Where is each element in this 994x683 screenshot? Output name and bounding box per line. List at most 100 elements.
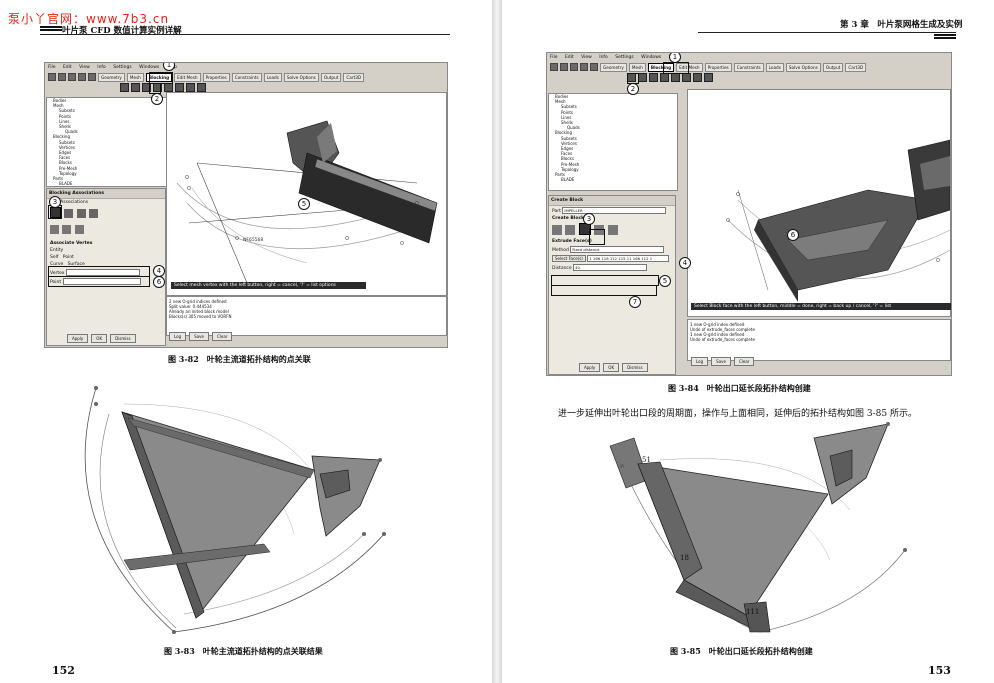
block-2d-to-3d-icon[interactable] [594, 225, 605, 235]
open-icon[interactable] [550, 63, 558, 71]
tree-item[interactable]: Shells [561, 120, 573, 126]
check-icon[interactable] [704, 73, 713, 82]
graphics-viewport[interactable] [687, 89, 951, 317]
tree-item[interactable]: Bodies [555, 94, 569, 99]
tree-item[interactable]: Subsets [561, 104, 577, 110]
tree-item[interactable]: Parts [53, 176, 63, 182]
edit-block-icon[interactable] [682, 73, 691, 82]
radio-surface[interactable]: Surface [67, 262, 85, 267]
log-checkbox[interactable]: Log [169, 332, 187, 341]
open-icon[interactable] [48, 73, 56, 81]
tab-properties[interactable]: Properties [202, 72, 230, 82]
apply-button[interactable]: Apply [579, 363, 601, 372]
tree-item[interactable]: Quads [567, 125, 580, 131]
reset-association-icon[interactable] [74, 225, 84, 234]
initialize-block-icon[interactable] [552, 225, 562, 235]
tab-solve-options[interactable]: Solve Options [785, 62, 821, 72]
tree-item[interactable]: Faces [561, 151, 573, 157]
tree-item[interactable]: Blocking [53, 134, 71, 140]
clear-log-button[interactable]: Clear [733, 357, 755, 366]
tree-item[interactable]: Quads [65, 129, 78, 135]
dismiss-button[interactable]: Dismiss [622, 363, 648, 372]
tab-loads[interactable]: Loads [765, 62, 784, 72]
associate-icon[interactable] [142, 83, 151, 92]
ok-button[interactable]: OK [603, 363, 620, 372]
transform-icon[interactable] [164, 83, 173, 92]
tree-item[interactable]: Vertices [59, 144, 75, 150]
apply-button[interactable]: Apply [67, 334, 89, 343]
tab-geometry[interactable]: Geometry [600, 62, 627, 72]
tree-item[interactable]: Topology [561, 166, 579, 172]
tree-item[interactable]: Points [561, 109, 574, 115]
tab-output[interactable]: Output [320, 72, 342, 82]
associate-icon[interactable] [649, 73, 658, 82]
pre-mesh-icon[interactable] [693, 73, 702, 82]
tree-item[interactable]: Pre-Mesh [561, 161, 580, 167]
menu-item[interactable]: Edit [564, 55, 574, 60]
menu-item[interactable]: View [79, 65, 90, 70]
tab-blocking[interactable]: Blocking [647, 62, 675, 72]
create-block-icon[interactable] [120, 83, 129, 92]
ok-button[interactable]: OK [91, 334, 108, 343]
select-faces-button[interactable]: Select Face(s) [552, 255, 586, 262]
disassociate-icon[interactable] [89, 209, 99, 218]
move-vertex-icon[interactable] [660, 73, 669, 82]
vertex-input[interactable] [65, 269, 140, 276]
transform-icon[interactable] [671, 73, 680, 82]
tab-geometry[interactable]: Geometry [98, 72, 125, 82]
tree-item[interactable]: BLADE [59, 181, 73, 187]
select-faces-input[interactable]: 1 166 118 112 115 11 166 112 1 [587, 255, 670, 262]
point-input[interactable] [62, 278, 141, 285]
tab-loads[interactable]: Loads [263, 72, 282, 82]
tab-cart3d[interactable]: Cart3D [845, 62, 867, 72]
menu-item[interactable]: Windows [641, 55, 662, 60]
tab-constraints[interactable]: Constraints [231, 72, 262, 82]
tab-mesh[interactable]: Mesh [126, 72, 144, 82]
tree-item[interactable]: Blocks [561, 156, 574, 162]
tab-edit-mesh[interactable]: Edit Mesh [676, 62, 703, 72]
tree-item[interactable]: Bodies [53, 98, 67, 103]
edit-block-icon[interactable] [175, 83, 184, 92]
tab-output[interactable]: Output [822, 62, 844, 72]
method-select[interactable]: Fixed distance [570, 246, 665, 253]
tree-item[interactable]: Edges [59, 150, 72, 156]
split-block-icon[interactable] [131, 83, 140, 92]
tree-item[interactable]: Mesh [53, 103, 64, 109]
redo-icon[interactable] [580, 63, 588, 71]
tab-cart3d[interactable]: Cart3D [343, 72, 365, 82]
menu-item[interactable]: File [550, 55, 558, 60]
menu-item[interactable]: Edit [62, 65, 72, 70]
tab-edit-mesh[interactable]: Edit Mesh [174, 72, 201, 82]
log-checkbox[interactable]: Log [691, 357, 709, 366]
tree-item[interactable]: Edges [561, 146, 574, 152]
dismiss-button[interactable]: Dismiss [110, 334, 136, 343]
save-log-button[interactable]: Save [189, 332, 209, 341]
pre-mesh-icon[interactable] [186, 83, 195, 92]
undo-icon[interactable] [570, 63, 578, 71]
part-select[interactable]: IMPELLER [562, 207, 667, 214]
tree-item[interactable]: BLADE [561, 177, 575, 183]
save-log-button[interactable]: Save [711, 357, 731, 366]
tree-item[interactable]: Points [59, 113, 72, 119]
tab-mesh[interactable]: Mesh [628, 62, 646, 72]
tree-item[interactable]: Topology [59, 170, 77, 176]
update-association-icon[interactable] [62, 225, 72, 234]
menu-item[interactable]: Settings [113, 65, 132, 70]
save-icon[interactable] [560, 63, 568, 71]
tree-item[interactable]: Subsets [561, 135, 577, 141]
menu-item[interactable]: Windows [139, 65, 160, 70]
tab-constraints[interactable]: Constraints [733, 62, 764, 72]
undo-icon[interactable] [68, 73, 76, 81]
menu-item[interactable]: File [48, 65, 56, 70]
tree-item[interactable]: Subsets [59, 139, 75, 145]
tree-item[interactable]: Vertices [561, 140, 577, 146]
tab-properties[interactable]: Properties [704, 62, 732, 72]
split-block-icon[interactable] [638, 73, 647, 82]
menu-item[interactable]: Info [599, 55, 608, 60]
tree-item[interactable]: Lines [59, 118, 70, 124]
zoom-icon[interactable] [88, 73, 96, 81]
save-icon[interactable] [58, 73, 66, 81]
snap-project-icon[interactable] [50, 225, 59, 234]
tree-item[interactable]: Mesh [555, 99, 566, 105]
menu-item[interactable]: Settings [615, 55, 634, 60]
